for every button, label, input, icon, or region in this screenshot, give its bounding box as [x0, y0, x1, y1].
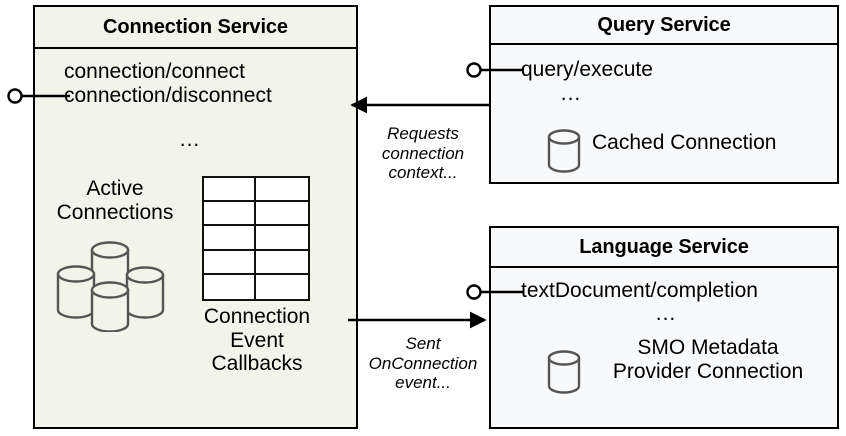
- table-cell: [256, 202, 308, 227]
- table-cell: [204, 274, 256, 299]
- table-cell: [256, 178, 308, 203]
- connection-service-ellipsis: ...: [179, 128, 201, 151]
- connection-service-operations: connection/connect connection/disconnect: [64, 60, 272, 107]
- table-cell: [256, 226, 308, 251]
- operation-query-execute[interactable]: query/execute: [521, 58, 653, 81]
- cached-connection-cylinder-icon: [546, 127, 584, 175]
- language-service-title: Language Service: [491, 228, 837, 268]
- operation-connection-disconnect[interactable]: connection/disconnect: [64, 83, 272, 107]
- query-service-box[interactable]: Query Service: [489, 5, 839, 184]
- table-cell: [204, 250, 256, 275]
- edge-label-sent-onconnection-event: Sent OnConnection event...: [368, 334, 478, 393]
- query-service-title: Query Service: [491, 7, 837, 45]
- connection-service-title: Connection Service: [35, 7, 356, 49]
- smo-metadata-provider-connection-label: SMO Metadata Provider Connection: [612, 336, 804, 383]
- connection-event-callbacks-table[interactable]: [202, 176, 310, 301]
- cylinder-icon-svg: [547, 350, 581, 394]
- language-service-operations: textDocument/completion: [521, 279, 758, 303]
- active-connections-caption: Active Connections: [56, 177, 174, 224]
- table-cell: [204, 202, 256, 227]
- cylinder-icon-svg: [547, 129, 581, 173]
- table-cell: [204, 178, 256, 203]
- language-service-ellipsis: ...: [655, 302, 677, 325]
- language-service-box[interactable]: Language Service: [489, 226, 839, 429]
- table-cell: [256, 274, 308, 299]
- operation-textdocument-completion[interactable]: textDocument/completion: [521, 279, 758, 302]
- edge-label-requests-connection-context: Requests connection context...: [381, 124, 465, 183]
- query-service-operations: query/execute: [521, 58, 653, 82]
- table-cell: [204, 226, 256, 251]
- cached-connection-label: Cached Connection: [592, 131, 777, 154]
- smo-metadata-cylinder-icon: [546, 348, 584, 396]
- connection-event-callbacks-caption: Connection Event Callbacks: [203, 305, 311, 376]
- table-cell: [256, 250, 308, 275]
- active-connections-cylinder-cluster: [52, 238, 178, 333]
- query-service-ellipsis: ...: [560, 82, 582, 105]
- operation-connection-connect[interactable]: connection/connect: [64, 60, 245, 83]
- cylinder-cluster-svg: [56, 241, 165, 333]
